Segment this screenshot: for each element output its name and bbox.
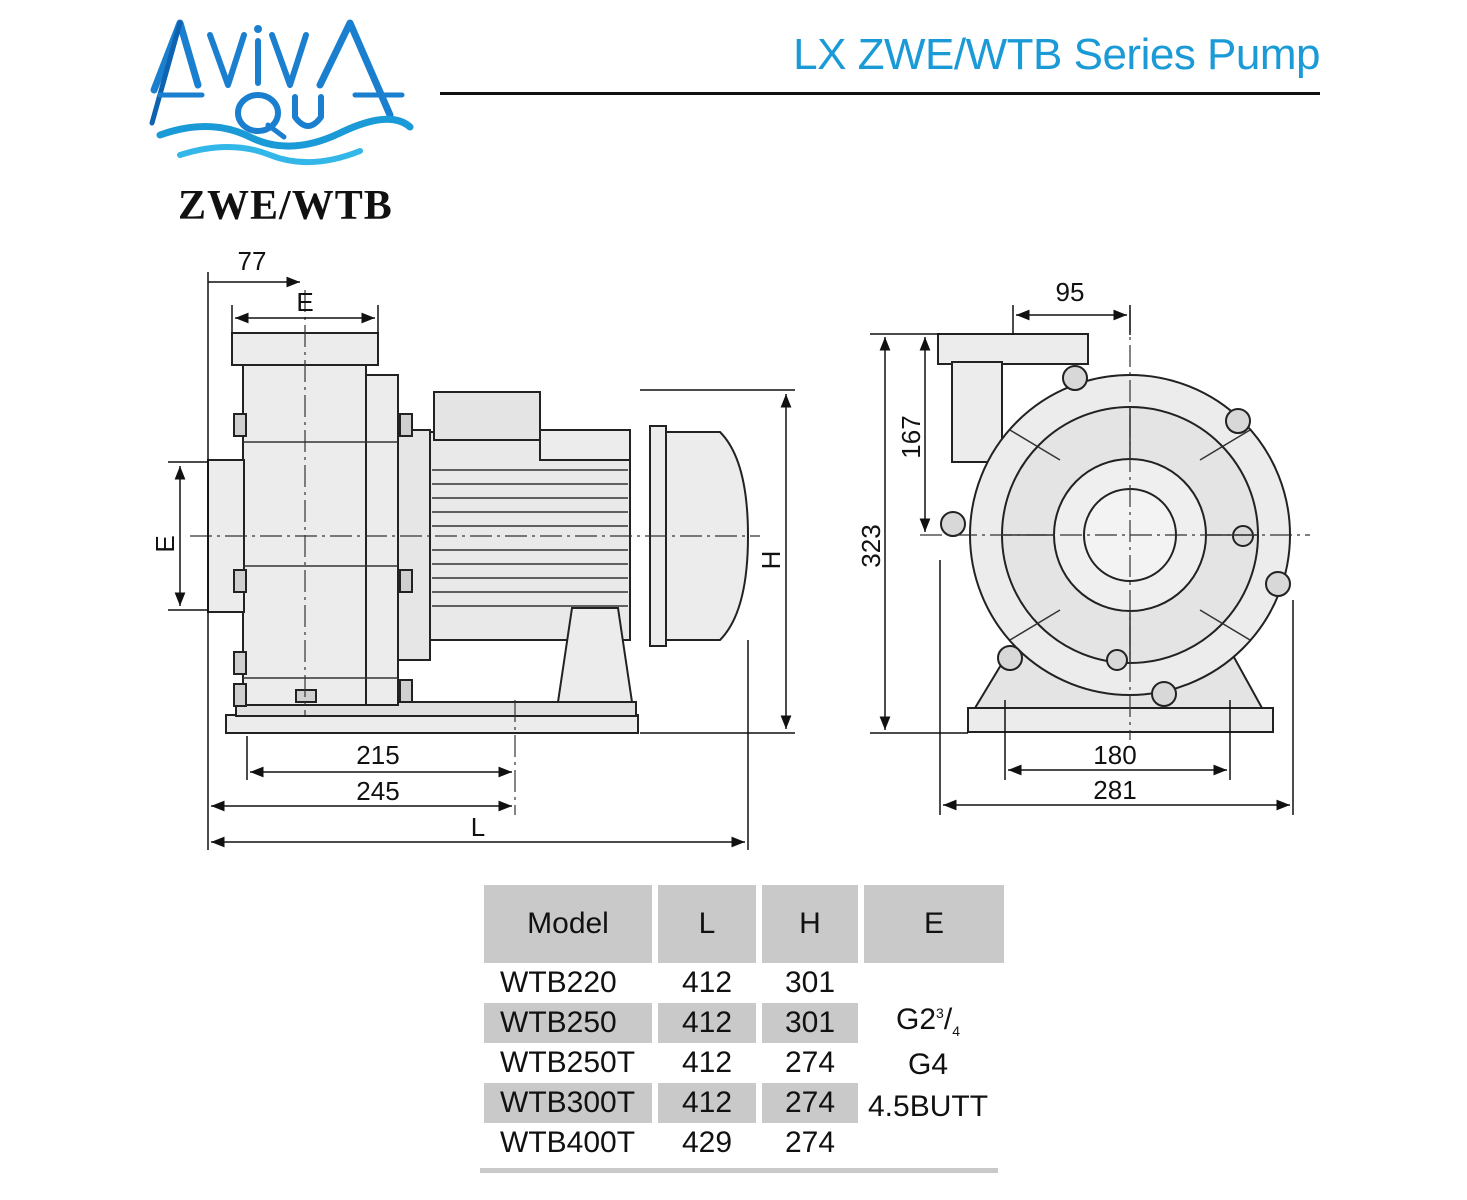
dim-215: 215	[356, 740, 399, 770]
e-value-g4: G4	[907, 1048, 949, 1081]
dim-323: 323	[856, 524, 886, 567]
cell-model: WTB250	[484, 1003, 652, 1043]
e-value-butt: 4.5BUTT	[867, 1090, 989, 1123]
cell-l: 412	[681, 966, 733, 999]
spec-table: Model L H E WTB220 412 301 WTB250 412 30…	[478, 885, 1010, 1163]
dim-l: L	[471, 812, 485, 842]
series-label: ZWE/WTB	[178, 183, 393, 229]
cell-model: WTB250T	[500, 1046, 636, 1079]
dim-95: 95	[1056, 277, 1085, 307]
dim-245: 245	[356, 776, 399, 806]
table-row: WTB400T 429 274	[484, 1123, 1004, 1163]
cell-e	[864, 963, 1004, 1003]
table-row: WTB250T 412 274	[484, 1043, 1004, 1083]
cell-h: 301	[762, 1003, 858, 1043]
cell-h: 274	[784, 1046, 836, 1079]
cell-h: 274	[762, 1083, 858, 1123]
header-e: E	[864, 885, 1004, 963]
cell-l: 412	[658, 1003, 756, 1043]
e-value-g2-3-4: G23/4	[896, 1003, 960, 1039]
cell-model: WTB400T	[500, 1126, 636, 1159]
aviva-aqua-logo	[149, 19, 414, 166]
dim-167: 167	[896, 415, 926, 458]
cell-model: WTB220	[500, 966, 617, 999]
table-bottom-rule	[480, 1168, 998, 1173]
dim-e-top: E	[296, 287, 313, 317]
pump-dimension-drawing: 77 E E H 215 245 L 95 167 323 180 281	[150, 246, 1310, 850]
cell-l: 412	[681, 1046, 733, 1079]
e-values: G23/4 G4 4.5BUTT	[858, 1005, 998, 1134]
header-model: Model	[484, 885, 652, 963]
table-row: WTB300T 412 274	[484, 1083, 1004, 1123]
dim-77: 77	[238, 246, 267, 276]
header-divider	[440, 92, 1320, 95]
front-view	[937, 333, 1291, 733]
table-row: WTB250 412 301	[484, 1003, 1004, 1043]
cell-l: 412	[658, 1083, 756, 1123]
cell-model: WTB300T	[484, 1083, 652, 1123]
cell-h: 274	[784, 1126, 836, 1159]
dim-h: H	[756, 551, 786, 570]
dim-e-side: E	[150, 535, 180, 552]
header-h: H	[762, 885, 858, 963]
header-l: L	[658, 885, 756, 963]
dim-281: 281	[1093, 775, 1136, 805]
side-view	[207, 332, 750, 734]
cell-l: 429	[681, 1126, 733, 1159]
page-title: LX ZWE/WTB Series Pump	[793, 30, 1320, 79]
spec-header-row: Model L H E	[484, 885, 1004, 963]
cell-h: 301	[784, 966, 836, 999]
table-row: WTB220 412 301	[484, 963, 1004, 1003]
dim-180: 180	[1093, 740, 1136, 770]
